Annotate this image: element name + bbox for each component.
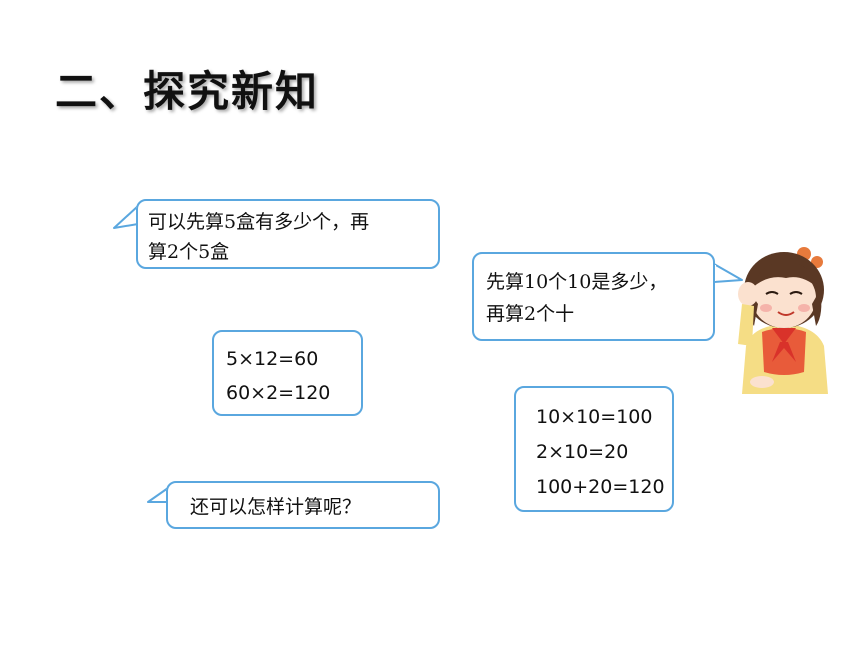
page-title: 二、探究新知 [55,67,320,116]
speech-bubble-question: 还可以怎样计算呢？ [166,481,440,529]
speech-bubble-first: 可以先算5盒有多少个，再 算2个5盒 [136,199,440,269]
calculation-box-left: 5×12=60 60×2=120 [212,330,363,416]
calculation-line: 10×10=100 [536,406,653,428]
calculation-line: 100+20=120 [536,476,665,498]
girl-thinking-icon [738,247,828,394]
speech-bubble-second: 先算10个10是多少， 再算2个十 [472,252,715,341]
bubble-text-line: 还可以怎样计算呢？ [190,496,362,518]
bubble-text-line: 可以先算5盒有多少个，再 [148,211,370,233]
bubble-text-line: 再算2个十 [486,303,575,325]
calculation-box-right: 10×10=100 2×10=20 100+20=120 [514,386,674,512]
calculation-line: 2×10=20 [536,441,629,463]
bubble-text-line: 先算10个10是多少， [486,271,668,293]
calculation-line: 5×12=60 [226,348,319,370]
bubble-text-line: 算2个5盒 [148,241,230,263]
calculation-line: 60×2=120 [226,382,331,404]
